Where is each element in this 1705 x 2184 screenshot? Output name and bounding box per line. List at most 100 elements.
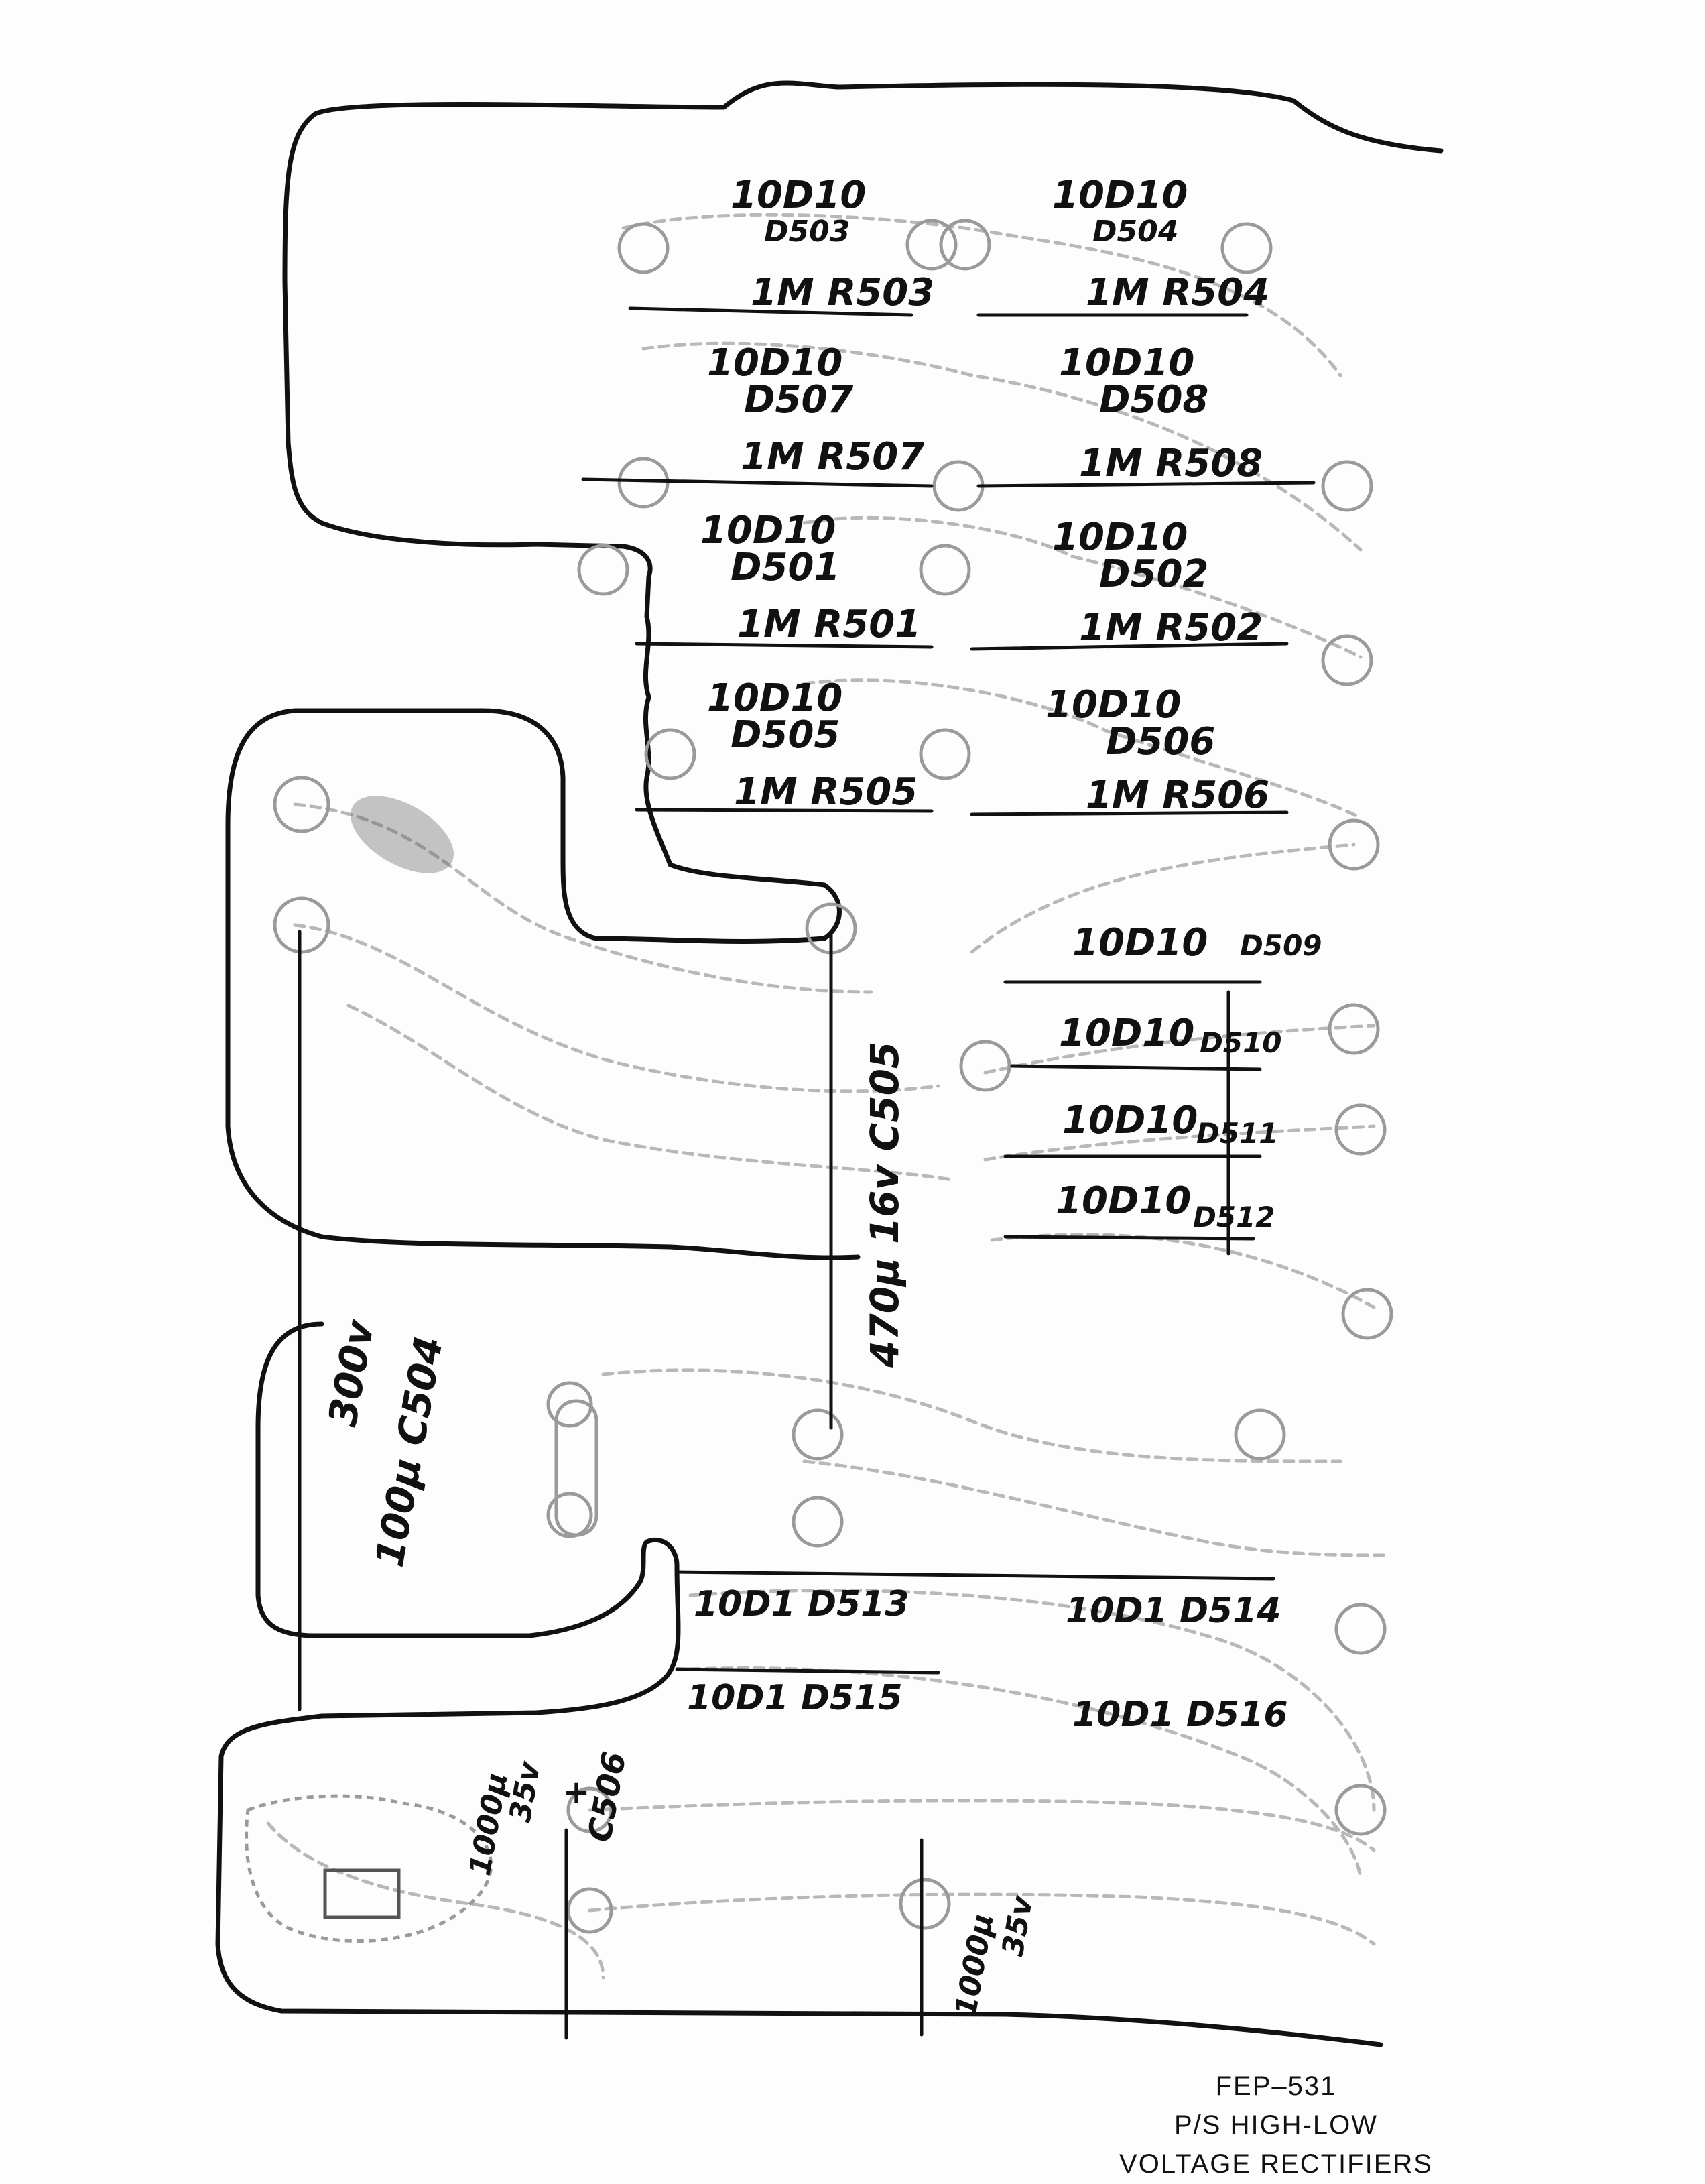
r505-line [635,808,934,813]
pad [1321,634,1373,686]
drawing-number: FEP–531 [1215,2071,1337,2101]
pad [617,457,670,509]
d506-type: 10D10 [1046,683,1181,727]
c507-voltage: 35v [996,1892,1040,1959]
d502-ref: D502 [1099,552,1208,596]
d512-line [1003,1235,1255,1241]
trace-upper-4 [802,678,1363,820]
d504-ref: D504 [1092,215,1178,249]
d508-ref: D508 [1099,378,1208,422]
pad [577,544,629,596]
c504-label: 100μ C504 [367,1333,452,1570]
pad [905,219,958,271]
trace-right-4 [990,1233,1376,1309]
trace-low-1 [688,1589,1376,1812]
r508-label: 1M R508 [1079,442,1263,485]
pad [1328,818,1380,871]
pad [939,219,991,271]
pad [1341,1288,1393,1340]
pad [546,1381,593,1428]
trace-right-2 [983,1024,1376,1075]
pad [273,776,330,833]
d502-type: 10D10 [1052,515,1188,559]
r507-label: 1M R507 [741,435,924,479]
pad [919,728,971,780]
trace-low-5 [266,1821,605,1980]
trace-upper-2 [641,341,1363,552]
trace-low-3 [588,1799,1376,1852]
c506-value: 1000μ [463,1770,515,1878]
trace-mid-2 [802,1459,1389,1557]
title-line-3: VOLTAGE RECTIFIERS [1119,2149,1433,2179]
pad [273,896,330,954]
d506-ref: D506 [1106,720,1215,764]
d501-type: 10D10 [700,509,836,552]
r507-line [581,477,934,488]
c507-value: 1000μ [949,1911,1001,2019]
d507-ref: D507 [744,378,853,422]
d510-type: 10D10 [1059,1012,1194,1055]
d515-line [675,1667,940,1675]
board-outline-top [312,80,1444,154]
pad [1234,1408,1286,1461]
r505-label: 1M R505 [734,770,918,814]
r504-label: 1M R504 [1086,271,1269,314]
d504-type: 10D10 [1052,174,1188,217]
pad [1334,1603,1387,1655]
pad [919,544,971,596]
trace-mid-1 [601,1368,1342,1463]
trace-right-1 [970,843,1356,954]
d512-ref: D512 [1193,1201,1275,1233]
r501-line [635,642,934,649]
pad [566,1887,613,1934]
d508-type: 10D10 [1059,341,1194,385]
r503-line [628,306,913,317]
trace-left-3 [346,1004,954,1182]
d512-type: 10D10 [1056,1179,1191,1223]
d511-ref: D511 [1196,1117,1279,1150]
r506-line [970,810,1289,816]
pad [1321,460,1373,512]
pad [1334,1784,1387,1836]
r508-line [976,481,1316,488]
d516-label: 10D1 D516 [1072,1695,1288,1735]
ground-area [245,1794,493,1943]
rectangular-pad [323,1868,401,1919]
pad [1334,1103,1387,1156]
ink-smudge [351,796,454,873]
r502-line [970,642,1289,651]
d509-ref: D509 [1240,929,1322,962]
pad [1328,1003,1380,1055]
trace-left-2 [293,923,940,1093]
pad [899,1878,951,1930]
title-line-2: P/S HIGH-LOW [1174,2110,1379,2140]
pad [546,1492,593,1538]
d503-type: 10D10 [731,174,866,217]
c506-polarity: + [563,1774,590,1811]
d507-type: 10D10 [707,341,842,385]
trace-upper-3 [802,515,1363,659]
c505-label: 470μ 16v C505 [862,1042,907,1368]
trace-upper-1 [621,213,1342,377]
pad [792,1496,844,1548]
d510-line [1010,1064,1262,1071]
d510-ref: D510 [1200,1026,1282,1059]
r501-label: 1M R501 [737,603,921,646]
board-outline-upper-left [225,111,861,1260]
d509-type: 10D10 [1072,921,1208,965]
c504-voltage: 300v [320,1315,383,1429]
d514-label: 10D1 D514 [1066,1591,1281,1631]
pad [792,1408,844,1461]
r506-label: 1M R506 [1086,774,1269,817]
c506-voltage: 35v [503,1758,548,1825]
d503-ref: D503 [764,215,850,249]
d505-ref: D505 [731,713,840,757]
r503-label: 1M R503 [751,271,934,314]
r502-label: 1M R502 [1079,606,1263,650]
pad [1220,222,1273,274]
trace-low-4 [588,1892,1376,1946]
pad [617,222,670,274]
trace-right-3 [983,1124,1376,1162]
